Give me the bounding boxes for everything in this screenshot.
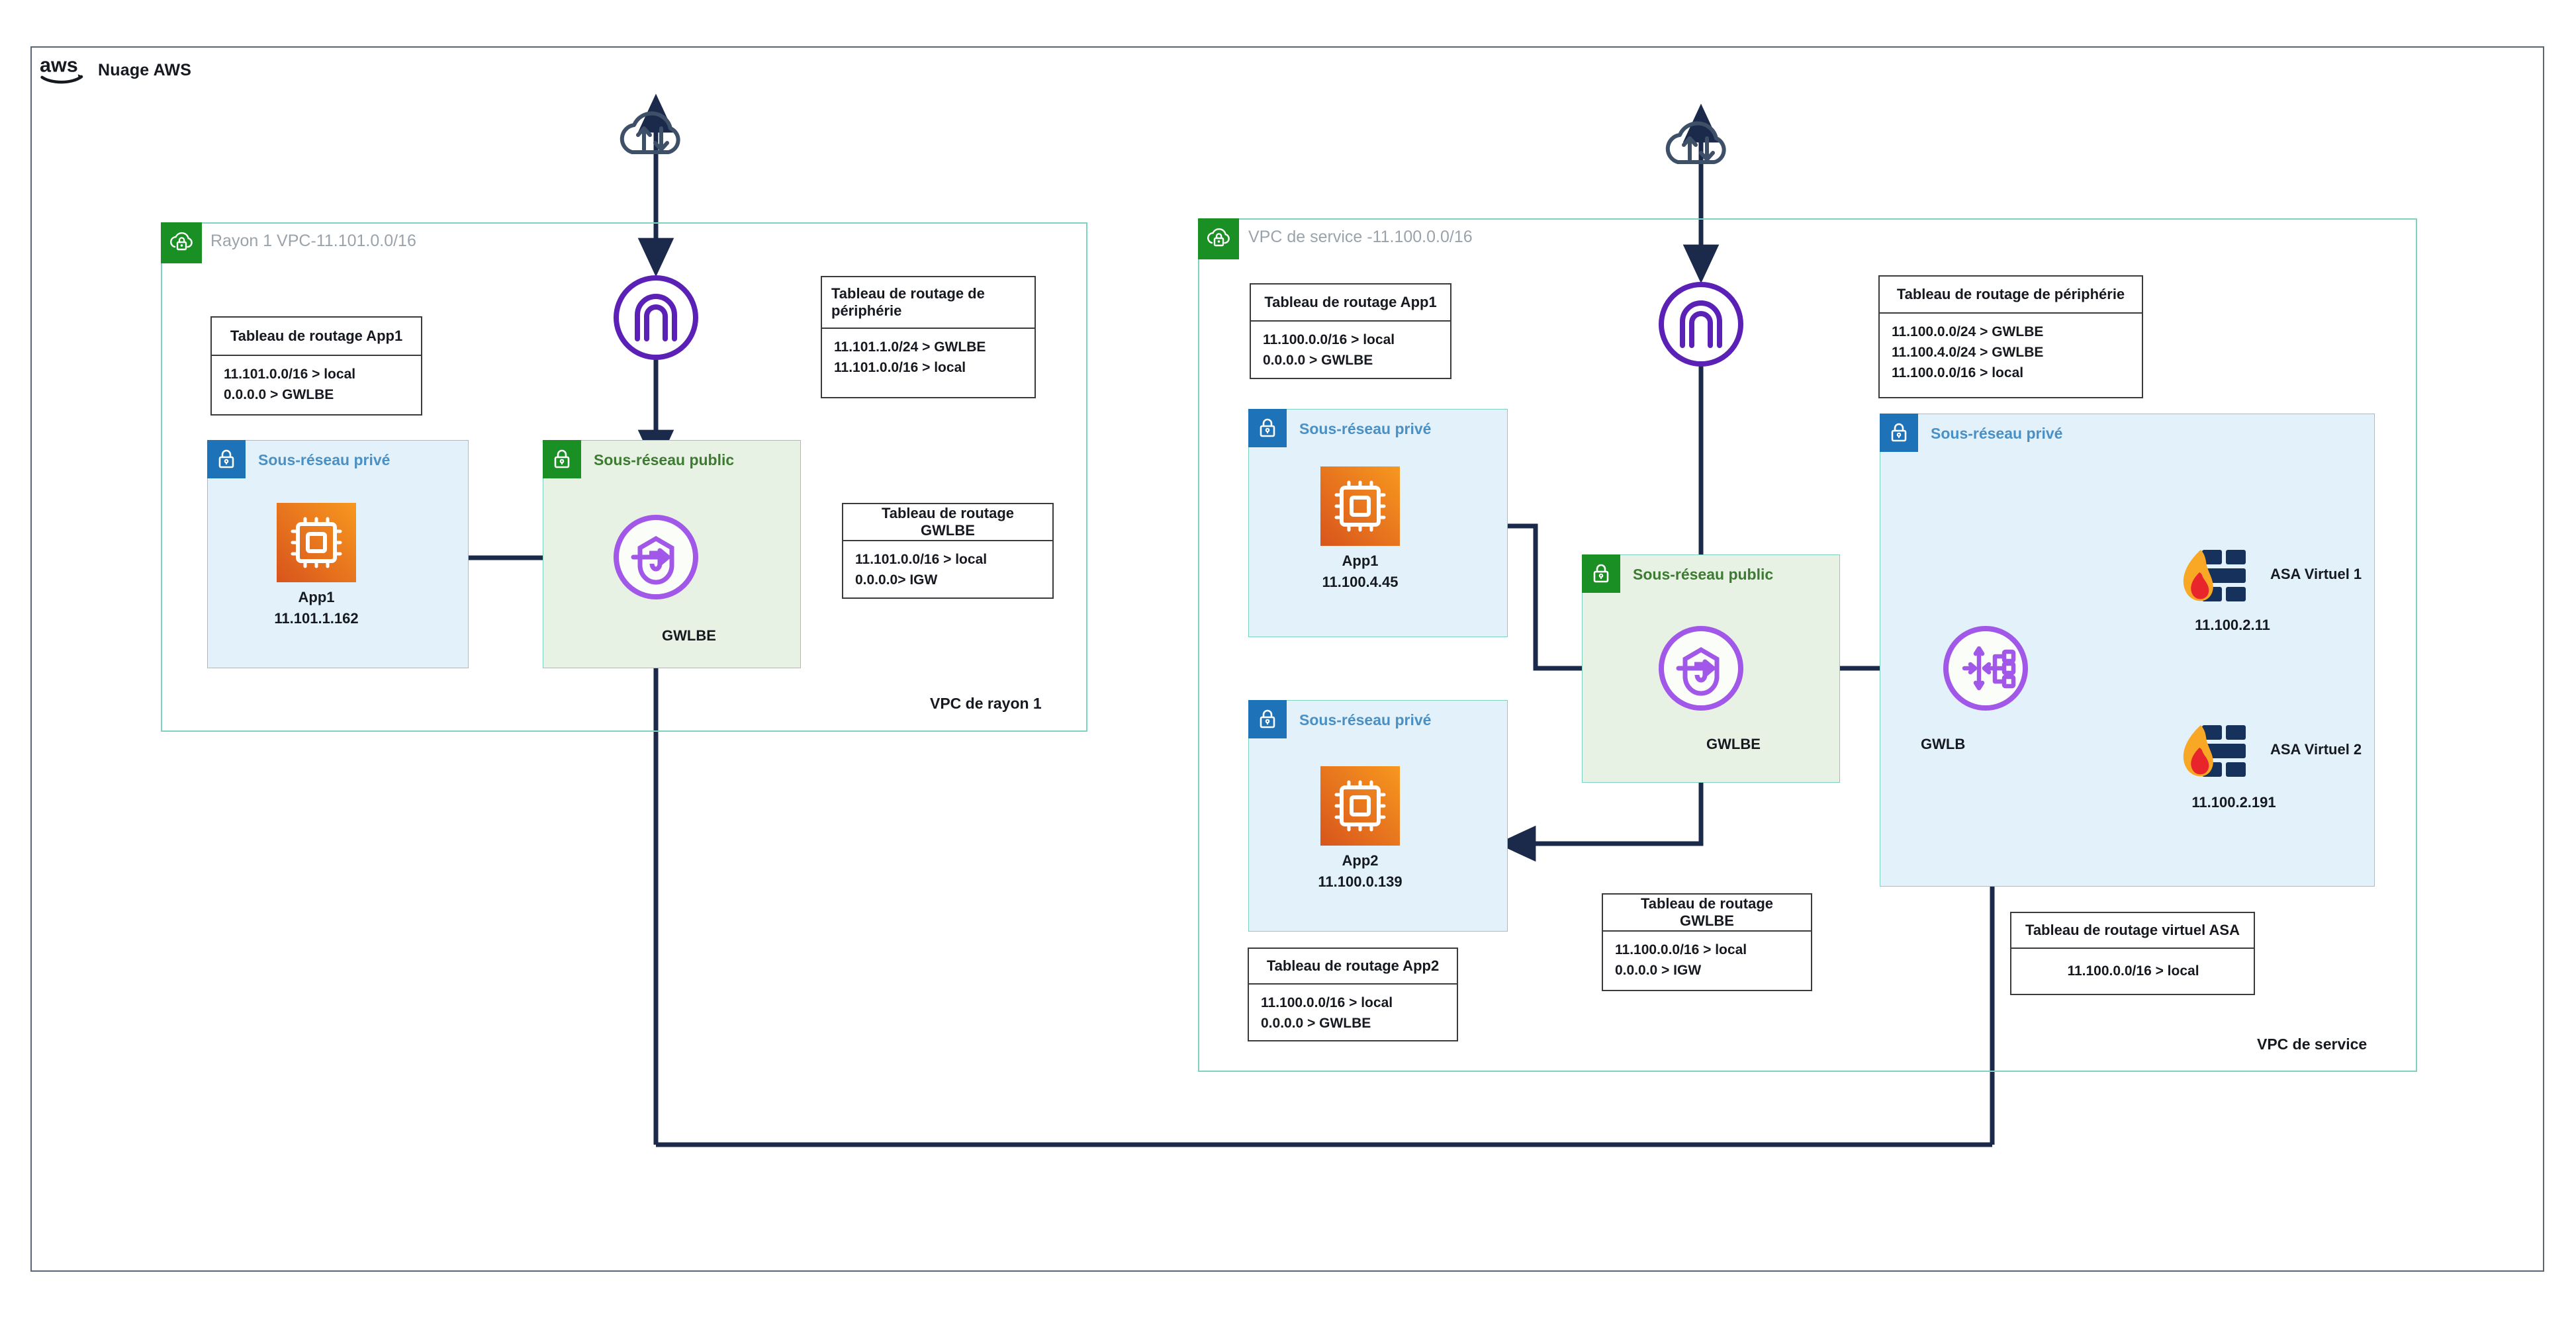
- service-vpc-footer: VPC de service: [2257, 1036, 2368, 1053]
- asa-1-ip: 11.100.2.11: [2195, 617, 2270, 633]
- vpc-cloud-lock-icon: [1198, 218, 1239, 259]
- gwlbe-label: GWLBE: [662, 627, 716, 644]
- route-entry: 0.0.0.0> IGW: [855, 572, 938, 588]
- route-table-title: Tableau de routage de périphérie: [1880, 277, 2142, 314]
- route-entry: 11.100.0.0/16 > local: [1615, 942, 1747, 957]
- vpc-gateway-icon: [1655, 278, 1747, 371]
- route-table-service-app2: Tableau de routage App2 11.100.0.0/16 > …: [1248, 947, 1458, 1041]
- internet-cloud-icon: [1658, 109, 1744, 175]
- firewall-icon: [2174, 721, 2254, 784]
- service-vpc-boundary: [1198, 218, 2417, 1072]
- route-table-spoke-gwlbe: Tableau de routage GWLBE 11.101.0.0/16 >…: [842, 503, 1054, 599]
- route-table-service-edge: Tableau de routage de périphérie 11.100.…: [1878, 275, 2143, 398]
- route-entry: 0.0.0.0 > GWLBE: [1263, 353, 1373, 369]
- instance-name: App1: [298, 589, 335, 605]
- public-subnet-lock-icon: [543, 440, 581, 478]
- subnet-label: Sous-réseau privé: [1299, 711, 1432, 728]
- gateway-load-balancer-icon: [1939, 622, 2032, 715]
- private-subnet-lock-icon: [207, 440, 246, 478]
- subnet-label: Sous-réseau public: [1633, 566, 1774, 583]
- aws-logo-icon: aws: [40, 54, 87, 86]
- instance-ip: 11.100.0.139: [1318, 873, 1403, 890]
- spoke-vpc-boundary: [161, 222, 1087, 732]
- route-table-spoke-app1: Tableau de routage App1 11.101.0.0/16 > …: [210, 316, 422, 416]
- route-entry: 0.0.0.0 > GWLBE: [224, 387, 334, 403]
- subnet-label: Sous-réseau public: [594, 451, 735, 468]
- route-entry: 11.100.0.0/16 > local: [1263, 332, 1395, 347]
- instance-name: App1: [1342, 552, 1379, 569]
- route-table-service-gwlbe: Tableau de routage GWLBE 11.100.0.0/16 >…: [1602, 893, 1812, 991]
- route-entry: 11.100.4.0/24 > GWLBE: [1892, 345, 2044, 361]
- private-subnet-lock-icon: [1248, 409, 1287, 447]
- route-table-title: Tableau de routage virtuel ASA: [2011, 913, 2254, 949]
- spoke-vpc-title: Rayon 1 VPC-11.101.0.0/16: [210, 232, 416, 250]
- gateway-load-balancer-endpoint-icon: [1655, 622, 1747, 715]
- route-entry: 11.101.0.0/16 > local: [224, 367, 356, 382]
- aws-cloud-label: Nuage AWS: [98, 61, 192, 79]
- private-subnet-lock-icon: [1880, 414, 1918, 452]
- route-entry: 11.101.0.0/16 > local: [855, 552, 988, 567]
- subnet-label: Sous-réseau privé: [1299, 420, 1432, 437]
- ec2-instance-icon: [277, 503, 356, 582]
- route-entry: 11.100.0.0/24 > GWLBE: [1892, 324, 2044, 339]
- route-table-service-asa: Tableau de routage virtuel ASA 11.100.0.…: [2010, 912, 2255, 995]
- private-subnet-lock-icon: [1248, 700, 1287, 738]
- instance-ip: 11.101.1.162: [274, 610, 359, 627]
- route-table-title: Tableau de routage de périphérie: [822, 277, 1035, 329]
- vpc-gateway-icon: [610, 271, 702, 364]
- route-table-title: Tableau de routage GWLBE: [843, 504, 1052, 541]
- route-table-title: Tableau de routage App2: [1249, 949, 1457, 985]
- route-entry: 0.0.0.0 > IGW: [1615, 963, 1702, 979]
- route-table-spoke-edge: Tableau de routage de périphérie 11.101.…: [821, 276, 1036, 398]
- vpc-cloud-lock-icon: [161, 222, 202, 263]
- route-entry: 11.100.0.0/16 > local: [1261, 995, 1393, 1010]
- gateway-load-balancer-endpoint-icon: [610, 511, 702, 603]
- instance-name: App2: [1342, 852, 1379, 869]
- svg-text:aws: aws: [40, 54, 78, 77]
- firewall-icon: [2174, 546, 2254, 609]
- route-entry: 11.100.0.0/16 > local: [1892, 365, 2024, 381]
- subnet-label: Sous-réseau privé: [1931, 425, 2063, 442]
- instance-ip: 11.100.4.45: [1322, 574, 1399, 590]
- route-entry: 11.101.1.0/24 > GWLBE: [834, 339, 986, 355]
- route-table-title: Tableau de routage App1: [1251, 285, 1450, 322]
- internet-cloud-icon: [612, 99, 698, 165]
- gwlb-label: GWLB: [1921, 736, 1966, 752]
- route-table-title: Tableau de routage GWLBE: [1603, 895, 1811, 932]
- asa-2-label: ASA Virtuel 2: [2270, 741, 2362, 758]
- public-subnet-lock-icon: [1582, 554, 1620, 593]
- route-entry: 11.100.0.0/16 > local: [2067, 963, 2199, 979]
- asa-1-label: ASA Virtuel 1: [2270, 566, 2362, 582]
- ec2-instance-icon: [1320, 766, 1400, 846]
- route-table-title: Tableau de routage App1: [212, 318, 421, 356]
- spoke-vpc-footer: VPC de rayon 1: [930, 695, 1042, 712]
- service-vpc-title: VPC de service -11.100.0.0/16: [1248, 228, 1473, 246]
- route-entry: 11.101.0.0/16 > local: [834, 360, 966, 376]
- gwlbe-label: GWLBE: [1706, 736, 1761, 752]
- ec2-instance-icon: [1320, 466, 1400, 546]
- asa-2-ip: 11.100.2.191: [2191, 794, 2276, 811]
- route-table-service-app1: Tableau de routage App1 11.100.0.0/16 > …: [1250, 283, 1451, 379]
- subnet-label: Sous-réseau privé: [258, 451, 391, 468]
- route-entry: 0.0.0.0 > GWLBE: [1261, 1016, 1371, 1032]
